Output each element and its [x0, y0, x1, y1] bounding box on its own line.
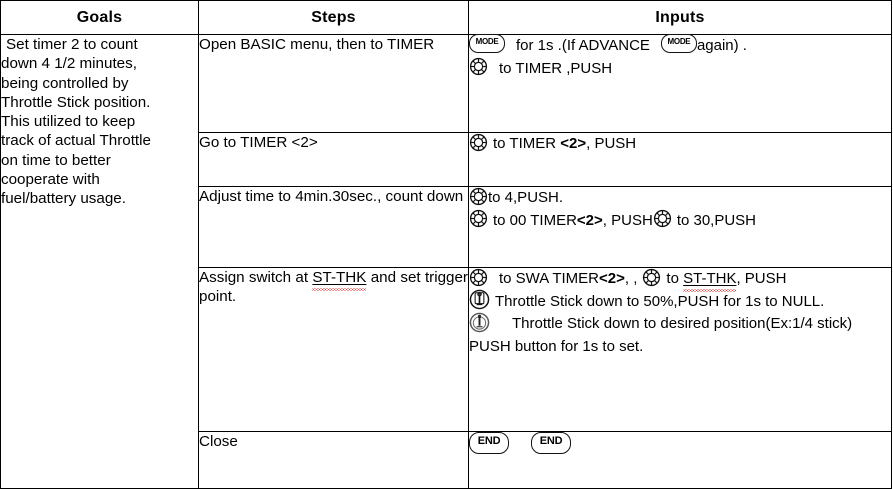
steps-cell: Open BASIC menu, then to TIMER — [198, 34, 469, 133]
table-row: Go to TIMER <2> to TIMER <2>, PUSH — [1, 132, 892, 187]
steps-cell: Close — [198, 431, 469, 489]
goals-line: fuel/battery usage. — [1, 190, 126, 208]
input-text-emphasis: <2> — [576, 211, 603, 229]
input-line: to TIMER <2>, PUSH — [469, 133, 891, 156]
goals-line: being controlled by — [1, 74, 129, 92]
column-header-steps: Steps — [198, 0, 469, 35]
steps-cell: Adjust time to 4min.30sec., count down — [198, 186, 469, 268]
end-button-icon[interactable]: END — [469, 432, 509, 455]
inputs-cell: to TIMER <2>, PUSH — [468, 132, 892, 187]
goals-line: track of actual Throttle — [1, 132, 151, 150]
goals-line: Throttle Stick position. — [1, 93, 151, 111]
step-text-post: and set trigger point. — [199, 269, 468, 306]
goals-line: Set timer 2 to count — [6, 36, 138, 53]
inputs-cell: to SWA TIMER<2>, , to ST-THK, PUSH Throt… — [468, 267, 892, 432]
input-line: to SWA TIMER<2>, , to ST-THK, PUSH — [469, 268, 891, 291]
input-text: , PUSH — [602, 211, 653, 229]
rotary-dial-icon[interactable] — [469, 133, 488, 152]
input-text: to — [666, 270, 684, 287]
goals-cell: Set timer 2 to count down 4 1/2 minutes,… — [0, 34, 199, 489]
rotary-dial-icon[interactable] — [469, 187, 488, 206]
inputs-content: to TIMER <2>, PUSH — [469, 133, 891, 156]
goals-line: This utilized to keep — [1, 113, 136, 131]
input-line: to TIMER ,PUSH — [469, 57, 891, 81]
step-text: Open BASIC menu, then to TIMER — [199, 36, 435, 53]
input-line: Throttle Stick down to desired position(… — [469, 312, 891, 358]
rotary-dial-icon[interactable] — [642, 268, 661, 287]
inputs-cell: to 4,PUSH. to 00 TIMER<2>, PUSH to 30,PU… — [468, 186, 892, 268]
input-text: Throttle Stick down to desired position(… — [469, 315, 853, 355]
input-text: to SWA TIMER — [499, 270, 600, 287]
rotary-dial-icon[interactable] — [469, 57, 488, 76]
throttle-stick-shaded-icon[interactable] — [469, 312, 490, 333]
input-text: , PUSH — [736, 270, 787, 287]
input-text: to 4,PUSH. — [488, 189, 564, 206]
rotary-dial-icon[interactable] — [469, 268, 488, 287]
input-text: to 00 TIMER — [493, 211, 577, 229]
goals-line: cooperate with — [1, 171, 100, 189]
goals-line: down 4 1/2 minutes, — [1, 55, 137, 73]
input-text-emphasis: <2> — [599, 270, 625, 287]
goals-text: Set timer 2 to count down 4 1/2 minutes,… — [1, 35, 198, 209]
input-text: to TIMER ,PUSH — [499, 59, 613, 77]
rotary-dial-icon[interactable] — [469, 209, 488, 228]
column-header-inputs: Inputs — [468, 0, 892, 35]
table-row: Adjust time to 4min.30sec., count down t… — [1, 186, 892, 268]
steps-cell: Go to TIMER <2> — [198, 132, 469, 187]
input-line: END END — [469, 432, 891, 455]
table-row: Assign switch at ST-THK and set trigger … — [1, 267, 892, 432]
inputs-content: to 4,PUSH. to 00 TIMER<2>, PUSH to 30,PU… — [469, 187, 891, 232]
input-text: for 1s .(If ADVANCE — [516, 37, 650, 54]
input-text: , PUSH — [586, 135, 637, 152]
throttle-stick-icon[interactable] — [469, 289, 490, 310]
steps-cell: Assign switch at ST-THK and set trigger … — [198, 267, 469, 432]
mode-button-icon[interactable]: MODE — [660, 33, 697, 53]
table-header-row: Goals Steps Inputs — [0, 0, 892, 35]
step-text-spellcheck: ST-THK — [312, 269, 367, 286]
step-text: Adjust time to 4min.30sec., count down — [199, 188, 464, 205]
column-header-goals: Goals — [0, 0, 199, 35]
goals-line: on time to better — [1, 151, 111, 169]
input-line: to 4,PUSH. — [469, 187, 891, 210]
inputs-content: END END — [469, 432, 891, 455]
input-text-spellcheck: ST-THK — [683, 270, 737, 287]
inputs-content: to SWA TIMER<2>, , to ST-THK, PUSH Throt… — [469, 268, 891, 358]
step-text: Go to TIMER <2> — [199, 134, 318, 151]
input-text: to TIMER — [493, 135, 561, 152]
input-text: to 30,PUSH — [676, 211, 757, 229]
rotary-dial-icon[interactable] — [653, 209, 672, 228]
end-button-icon[interactable]: END — [531, 432, 571, 455]
input-line: to 00 TIMER<2>, PUSH to 30,PUSH — [469, 209, 891, 233]
input-text-emphasis: <2> — [560, 135, 587, 152]
input-line: Throttle Stick down to 50%,PUSH for 1s t… — [469, 289, 891, 314]
table-row: Set timer 2 to count down 4 1/2 minutes,… — [0, 33, 892, 489]
input-text: , , — [624, 270, 638, 287]
input-text: Throttle Stick down to 50%,PUSH for 1s t… — [495, 292, 825, 310]
mode-button-icon[interactable]: MODE — [469, 33, 505, 53]
input-text: again) . — [696, 37, 747, 54]
inputs-cell: END END — [468, 431, 892, 489]
step-text: Assign switch at ST-THK and set trigger … — [199, 268, 468, 307]
step-text-pre: Assign switch at — [199, 269, 313, 286]
step-text: Close — [199, 433, 238, 450]
